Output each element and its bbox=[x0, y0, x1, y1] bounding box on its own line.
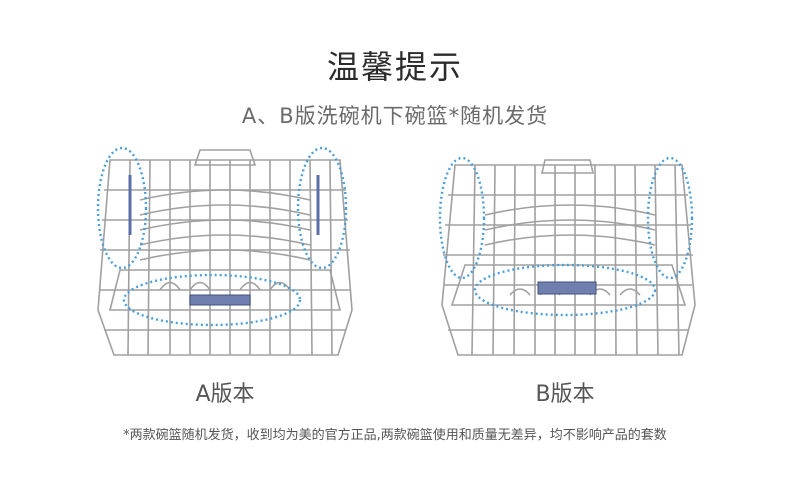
rack-b-front-handle bbox=[537, 281, 597, 295]
rack-a-highlights bbox=[96, 146, 348, 327]
page-subtitle: A、B版洗碗机下碗篮*随机发货 bbox=[241, 104, 549, 128]
rack-a-side-handles bbox=[128, 175, 320, 235]
rack-b-highlights bbox=[438, 156, 694, 317]
rack-b-wires bbox=[441, 159, 696, 356]
rack-a-illustration bbox=[96, 146, 353, 356]
rack-a-wires bbox=[97, 149, 353, 356]
version-b-label: B版本 bbox=[535, 382, 595, 407]
footnote: *两款碗篮随机发货，收到均为美的官方正品,两款碗篮使用和质量无差异，均不影响产品… bbox=[123, 428, 667, 443]
page-title: 温馨提示 bbox=[326, 48, 463, 86]
rack-b-illustration bbox=[438, 156, 696, 356]
rack-a-front-handle bbox=[189, 294, 251, 306]
version-a-label: A版本 bbox=[195, 382, 255, 407]
